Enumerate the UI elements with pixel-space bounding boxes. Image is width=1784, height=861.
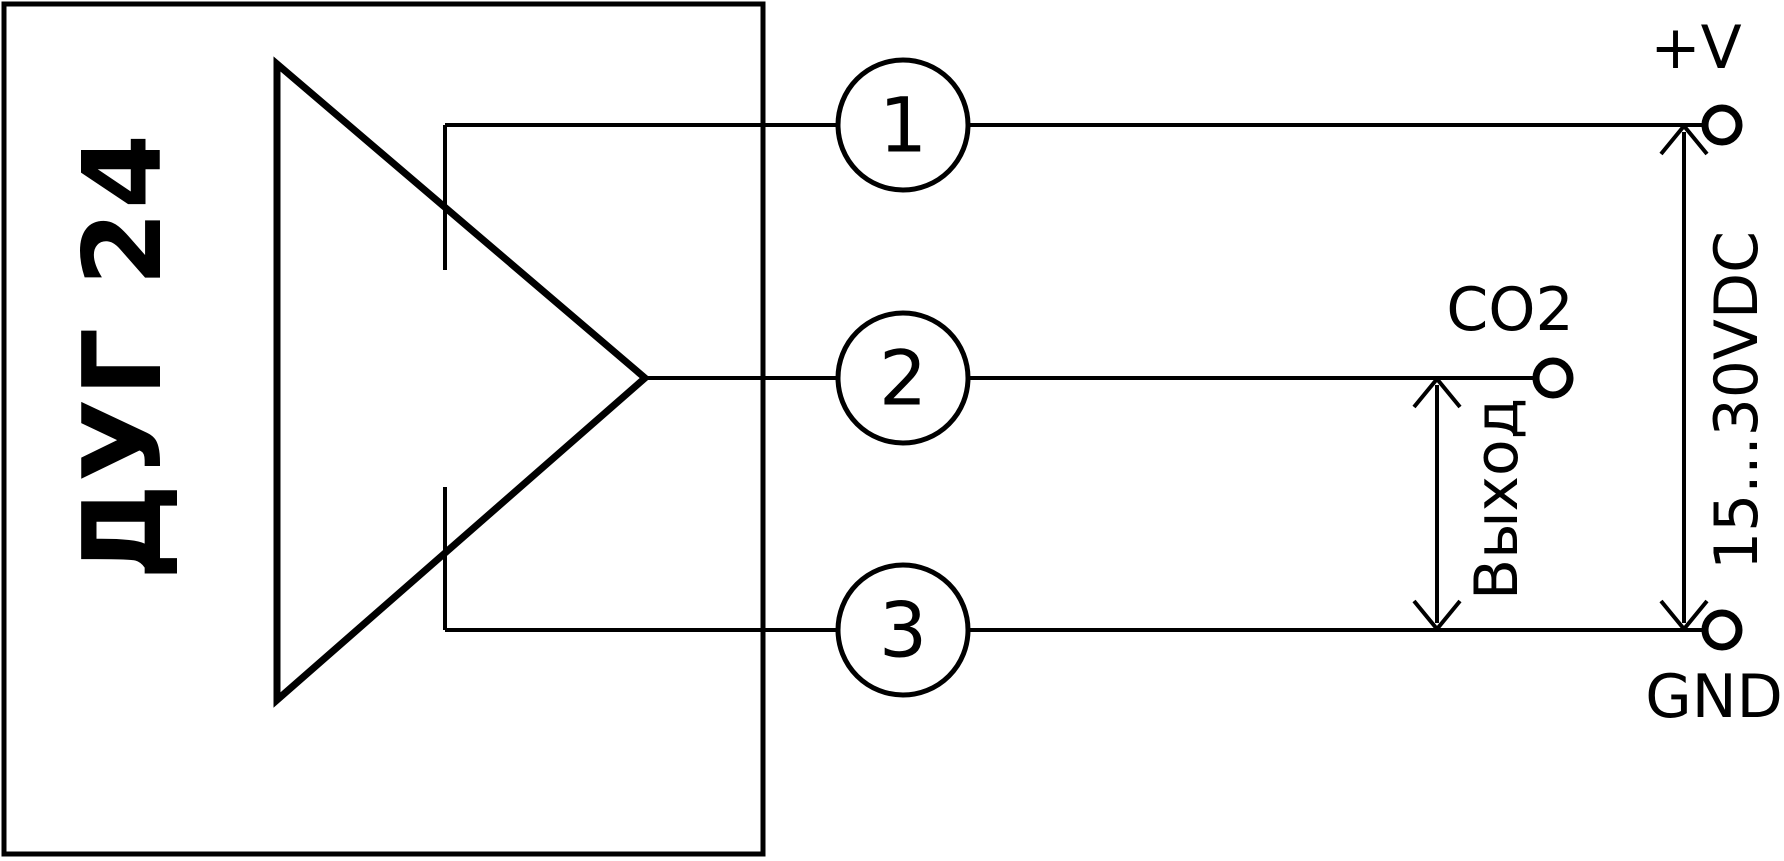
- speaker-triangle-symbol: [273, 56, 651, 708]
- arrowhead-down-output: [1412, 599, 1462, 631]
- terminal-circle-vplus[interactable]: [1701, 104, 1743, 146]
- device-name-label: ДУГ 24: [61, 132, 186, 580]
- device-enclosure-box: [1, 1, 766, 857]
- pin-label-1: 1: [879, 81, 927, 170]
- pin-terminal-1[interactable]: 1: [835, 57, 971, 193]
- arrowhead-down-supply: [1659, 599, 1709, 631]
- terminal-circle-co2[interactable]: [1532, 357, 1574, 399]
- terminal-label-vplus: +V: [1650, 13, 1741, 83]
- pin-label-3: 3: [879, 586, 927, 675]
- terminal-label-gnd: GND: [1645, 662, 1783, 732]
- dimension-arrow-output: [1412, 377, 1462, 631]
- dimension-arrow-supply: [1659, 124, 1709, 631]
- annotation-output-span: Выход: [1462, 398, 1532, 600]
- annotation-supply-range: 15...30VDC: [1702, 231, 1772, 570]
- arrowhead-up-supply: [1659, 124, 1709, 156]
- terminal-circle-gnd[interactable]: [1701, 609, 1743, 651]
- pin-terminal-2[interactable]: 2: [835, 310, 971, 446]
- terminal-label-co2: CO2: [1446, 275, 1573, 345]
- pin-terminal-3[interactable]: 3: [835, 562, 971, 698]
- arrowhead-up-output: [1412, 377, 1462, 409]
- pin-label-2: 2: [879, 334, 927, 423]
